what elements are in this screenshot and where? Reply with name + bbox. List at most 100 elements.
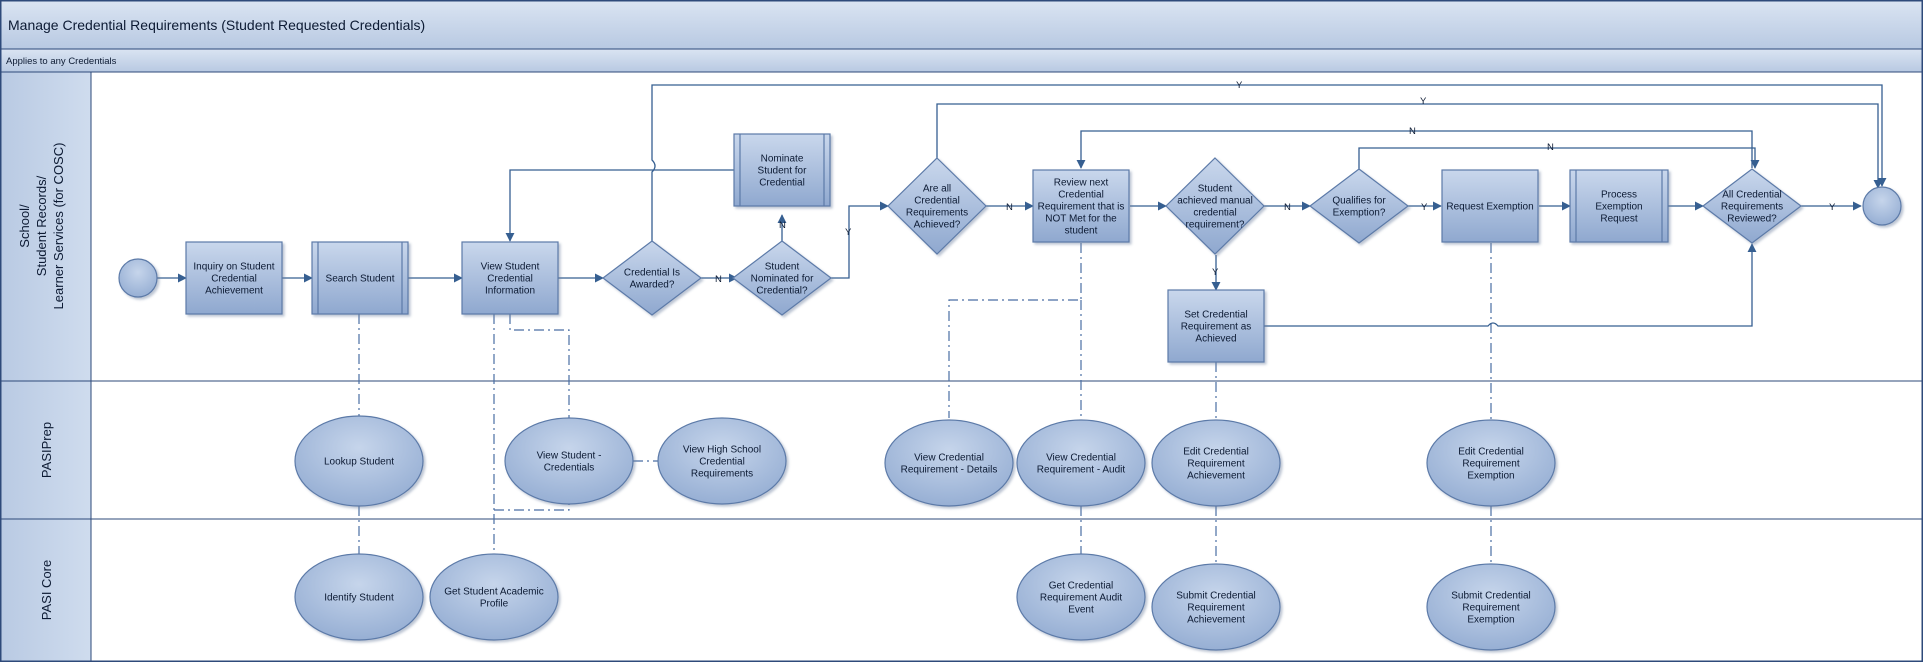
- node-label-line: Process: [1601, 190, 1637, 201]
- node-label-line: Reviewed?: [1727, 214, 1777, 225]
- task-box: [1032, 169, 1130, 243]
- node-label-line: Requirement: [1187, 603, 1244, 614]
- node-viewcred: View Student -Credentials: [504, 417, 634, 505]
- gateway-diamond: [732, 240, 832, 316]
- lane-label-line: Student Records/: [34, 175, 49, 276]
- svg-text:PASIPrep: PASIPrep: [39, 422, 54, 478]
- gateway-diamond: [602, 240, 702, 316]
- node-label-line: Student: [1198, 184, 1233, 195]
- association-lines: [358, 243, 1492, 566]
- node-label-line: Requirement: [1462, 459, 1519, 470]
- task-box: [1441, 169, 1539, 243]
- node-label-line: Request Exemption: [1446, 202, 1533, 213]
- node-label-line: Profile: [480, 599, 509, 610]
- subprocess-box: [311, 241, 409, 315]
- node-label-line: Requirement: [1462, 603, 1519, 614]
- lane-label-line: PASI Core: [39, 560, 54, 620]
- node-label-line: Event: [1068, 605, 1094, 616]
- node-label-line: Search Student: [326, 274, 395, 285]
- svg-text:Learner Services (for COSC): Learner Services (for COSC): [51, 143, 66, 310]
- node-label-line: Student: [765, 262, 800, 273]
- node-label-line: Requirements: [691, 469, 753, 480]
- lane-label-line: Learner Services (for COSC): [51, 143, 66, 310]
- svg-text:Student Records/: Student Records/: [34, 175, 49, 276]
- service-ellipse: [294, 553, 424, 641]
- service-ellipse: [884, 419, 1014, 507]
- node-label-line: Student for: [758, 166, 808, 177]
- node-label-line: Requirement: [1187, 459, 1244, 470]
- subprocess-box: [733, 133, 831, 207]
- node-label-line: Requirement - Audit: [1037, 465, 1126, 476]
- swimlanes: School/ Student Records/ Learner Service…: [0, 71, 1923, 662]
- node-label-line: requirement?: [1186, 220, 1245, 231]
- node-label-line: Achieved?: [914, 220, 961, 231]
- node-label-line: Get Student Academic: [444, 587, 544, 598]
- node-label-line: Inquiry on Student: [193, 262, 274, 273]
- gateway-diamond: [1165, 157, 1265, 255]
- lane-label-line: PASIPrep: [39, 422, 54, 478]
- node-label-line: View Student: [481, 262, 540, 273]
- node-label-line: All Credential: [1722, 190, 1781, 201]
- flow-label-allreviewed-end: Y: [1829, 202, 1836, 213]
- association-viewinfo-credentials: [509, 314, 570, 418]
- task-box: [461, 241, 559, 315]
- flow-nominated-allachieved: [830, 201, 889, 279]
- service-ellipse: [1151, 563, 1281, 651]
- node-label-line: Requirement Audit: [1040, 593, 1122, 604]
- diagram-title: Manage Credential Requirements (Student …: [8, 17, 425, 33]
- node-label-line: View Credential: [914, 453, 984, 464]
- node-label-line: Credential: [914, 196, 960, 207]
- lane-pasicore: [0, 518, 1923, 662]
- node-label-line: Credential?: [756, 286, 808, 297]
- node-label-line: Credential: [699, 457, 745, 468]
- lane-header-school: [0, 71, 92, 382]
- title-bar: [0, 0, 1923, 50]
- node-lookup: Lookup Student: [294, 415, 424, 507]
- node-label-line: Credential: [759, 178, 805, 189]
- node-label-line: Set Credential: [1184, 310, 1247, 321]
- task-box: [185, 241, 283, 315]
- node-label-line: Request: [1600, 214, 1637, 225]
- node-label-line: Get Credential: [1049, 581, 1113, 592]
- node-label-line: Nominate: [761, 154, 804, 165]
- flow-label-manual-qualifies: N: [1284, 202, 1291, 213]
- node-label-line: Requirement - Details: [901, 465, 998, 476]
- node-label-line: Requirements: [906, 208, 968, 219]
- flow-allachieved-end: [936, 103, 1883, 189]
- subtitle-bar: [0, 48, 1923, 73]
- service-ellipse: [1151, 419, 1281, 507]
- node-label-line: Exemption?: [1333, 208, 1386, 219]
- node-identify: Identify Student: [294, 553, 424, 641]
- node-label-line: Achievement: [1187, 471, 1245, 482]
- service-ellipse: [657, 417, 787, 505]
- diagram-subtitle: Applies to any Credentials: [6, 56, 117, 67]
- node-label-line: Requirements: [1721, 202, 1783, 213]
- node-label: Identify Student: [324, 593, 394, 604]
- service-ellipse: [1016, 553, 1146, 641]
- node-label-line: Awarded?: [630, 280, 675, 291]
- flow-label-allachieved-end: Y: [1420, 96, 1427, 107]
